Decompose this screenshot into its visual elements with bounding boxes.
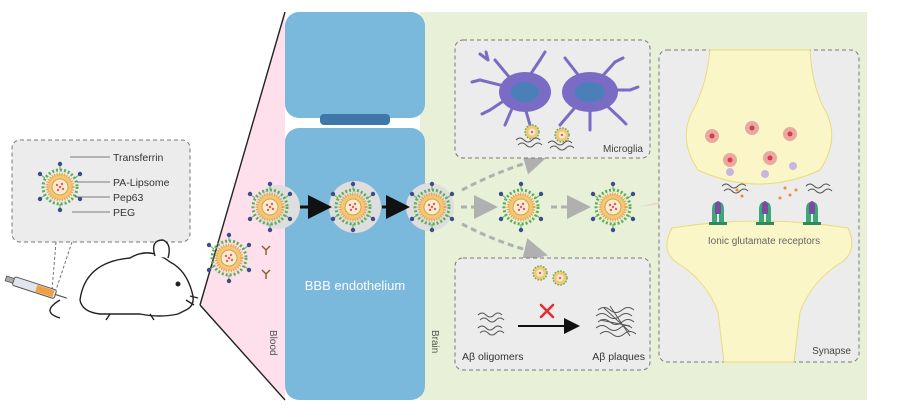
plaques-panel: Aβ oligomers Aβ plaques xyxy=(454,257,651,371)
legend-pep63: Pep63 xyxy=(113,192,144,204)
grey-dashed-arrows xyxy=(461,151,591,262)
legend-pa-liposome: PA-Lipsome xyxy=(113,177,170,189)
legend-peg: PEG xyxy=(113,207,135,219)
plaques-right-label: Aβ plaques xyxy=(592,351,645,363)
microglia-panel: Microglia xyxy=(454,39,651,159)
transferrin-receptor-icons xyxy=(261,245,271,279)
receptors-label: Ionic glutamate receptors xyxy=(708,236,820,247)
blood-region xyxy=(199,11,286,401)
synapse-label: Synapse xyxy=(812,346,851,357)
plaque-aggregate-icon xyxy=(595,305,637,337)
legend-box: Transferrin PA-Lipsome Pep63 PEG xyxy=(11,139,191,243)
brain-label: Brain xyxy=(429,330,440,353)
plaques-left-label: Aβ oligomers xyxy=(462,351,523,363)
legend-transferrin: Transferrin xyxy=(113,152,164,164)
presynaptic-terminal xyxy=(685,49,833,185)
synaptic-vesicles xyxy=(705,121,797,178)
legend-pointer xyxy=(51,241,73,291)
mouse-icon xyxy=(49,239,199,321)
syringe-icon xyxy=(4,275,67,299)
inhibit-cross-icon xyxy=(539,303,555,319)
synapse-panel: Ionic glutamate receptors Synapse xyxy=(658,49,860,363)
endothelium-label: BBB endothelium xyxy=(305,278,405,293)
blood-label: Blood xyxy=(267,330,278,356)
microglia-label: Microglia xyxy=(603,144,643,155)
postsynaptic-terminal xyxy=(666,220,853,363)
tight-junction xyxy=(320,114,390,125)
glutamate-dots xyxy=(735,186,798,200)
